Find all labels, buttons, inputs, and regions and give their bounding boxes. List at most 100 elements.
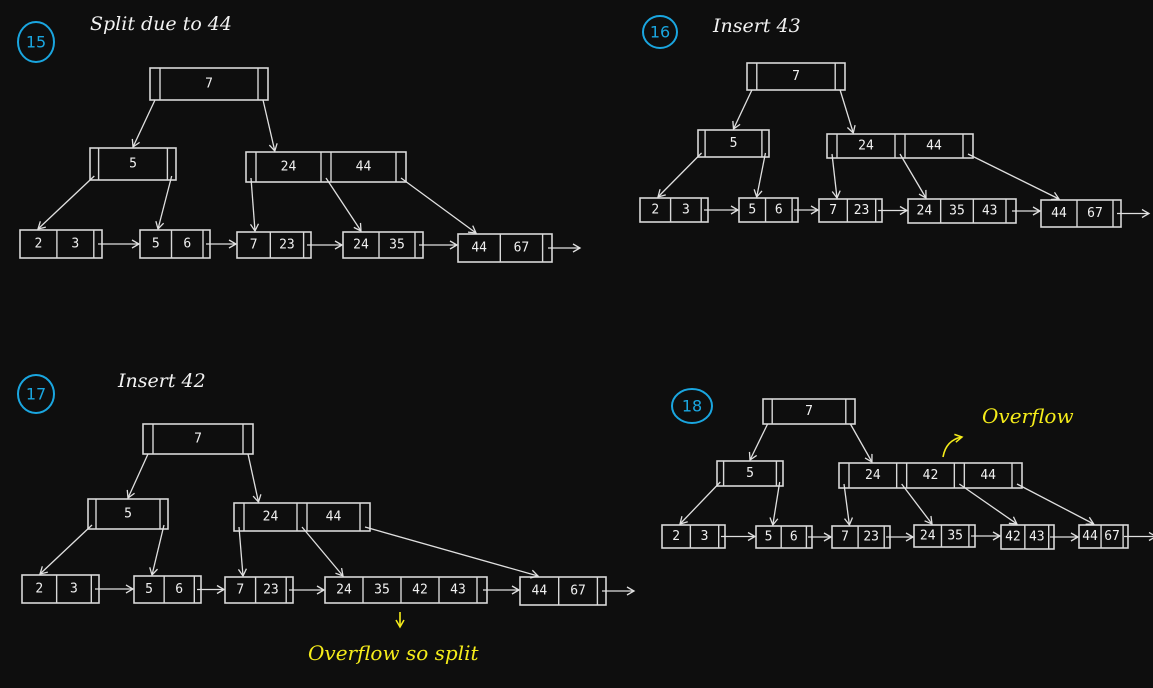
child-pointer-arrow xyxy=(967,153,1061,201)
node-key: 7 xyxy=(805,404,813,419)
node-key: 24 xyxy=(281,160,297,175)
child-pointer-arrow xyxy=(657,152,703,198)
node-key: 35 xyxy=(949,204,965,219)
node-key: 2 xyxy=(35,582,43,597)
child-pointer-arrow xyxy=(748,423,769,462)
node-key: 42 xyxy=(923,468,939,483)
root-node-border xyxy=(142,423,254,455)
root-node: 7 xyxy=(762,398,856,425)
node-key: 23 xyxy=(263,583,279,598)
leaf-node-border xyxy=(133,575,202,604)
node-key: 44 xyxy=(326,510,342,525)
node-key: 3 xyxy=(682,203,690,218)
child-pointer-arrow xyxy=(679,481,721,525)
node-key: 2 xyxy=(651,203,659,218)
child-pointer-arrow xyxy=(364,526,540,579)
node-key: 67 xyxy=(1087,206,1103,221)
root-node-border xyxy=(746,62,846,91)
root-node: 7 xyxy=(142,423,254,455)
child-pointer-arrow xyxy=(126,453,149,500)
node-key: 24 xyxy=(920,529,936,544)
internal-node: 24 44 xyxy=(245,151,407,183)
node-key: 5 xyxy=(730,136,738,151)
node-key: 6 xyxy=(790,530,798,545)
internal-node-border xyxy=(233,502,371,532)
child-pointer-arrow xyxy=(37,175,95,230)
child-pointer-arrow xyxy=(831,153,841,200)
node-key: 23 xyxy=(854,203,870,218)
node-key: 5 xyxy=(746,466,754,481)
node-key: 6 xyxy=(175,582,183,597)
leaf-node: 24 35 43 xyxy=(907,198,1017,224)
child-pointer-arrow xyxy=(899,153,927,200)
child-pointer-arrow xyxy=(849,423,873,464)
child-pointer-arrow xyxy=(325,177,362,233)
root-node-border xyxy=(149,67,269,101)
node-key: 43 xyxy=(1029,530,1045,545)
node-key: 67 xyxy=(1104,529,1120,544)
node-key: 35 xyxy=(947,529,963,544)
node-key: 23 xyxy=(279,238,295,253)
child-pointer-arrow xyxy=(732,89,753,131)
node-key: 24 xyxy=(263,510,279,525)
node-key: 6 xyxy=(775,203,783,218)
node-key: 3 xyxy=(71,237,79,252)
leaf-node-border xyxy=(639,197,709,223)
child-pointer-arrow xyxy=(247,453,262,504)
root-node-border xyxy=(762,398,856,425)
node-key: 24 xyxy=(917,204,933,219)
node-key: 5 xyxy=(129,157,137,172)
node-key: 35 xyxy=(389,238,405,253)
child-pointer-arrow xyxy=(39,524,93,575)
root-node: 7 xyxy=(746,62,846,91)
leaf-node-border xyxy=(19,229,103,259)
node-key: 67 xyxy=(514,241,530,256)
node-key: 44 xyxy=(980,468,996,483)
child-pointer-arrow xyxy=(843,483,854,527)
step-marker-circle xyxy=(17,374,55,414)
child-pointer-arrow xyxy=(149,524,165,577)
leaf-node-border xyxy=(236,231,312,259)
step-title: Insert 42 xyxy=(117,370,206,392)
child-pointer-arrow xyxy=(839,89,856,135)
node-key: 5 xyxy=(124,507,132,522)
node-key: 44 xyxy=(926,139,942,154)
internal-node: 5 xyxy=(697,129,770,158)
internal-node: 5 xyxy=(87,498,169,530)
node-key: 2 xyxy=(35,237,43,252)
child-pointer-arrow xyxy=(155,175,173,231)
node-key: 7 xyxy=(841,530,849,545)
child-pointer-arrow xyxy=(131,99,156,149)
child-pointer-arrow xyxy=(400,177,478,234)
node-key: 43 xyxy=(982,204,998,219)
internal-node: 24 44 xyxy=(233,502,371,532)
node-key: 44 xyxy=(356,160,372,175)
child-pointer-arrow xyxy=(753,152,767,199)
child-pointer-arrow xyxy=(249,177,260,233)
child-pointer-arrow xyxy=(301,526,344,578)
node-key: 24 xyxy=(353,238,369,253)
node-key: 5 xyxy=(145,582,153,597)
step-number: 17 xyxy=(26,385,46,404)
node-key: 44 xyxy=(532,584,548,599)
node-key: 7 xyxy=(194,432,202,447)
leaf-node-border xyxy=(139,229,211,259)
node-key: 35 xyxy=(374,583,390,598)
leaf-node: 24 35 xyxy=(342,231,424,259)
child-pointer-arrow xyxy=(769,481,781,527)
annotation-overflow-so-split: Overflow so split xyxy=(308,641,479,665)
leaf-node-border xyxy=(224,576,294,604)
